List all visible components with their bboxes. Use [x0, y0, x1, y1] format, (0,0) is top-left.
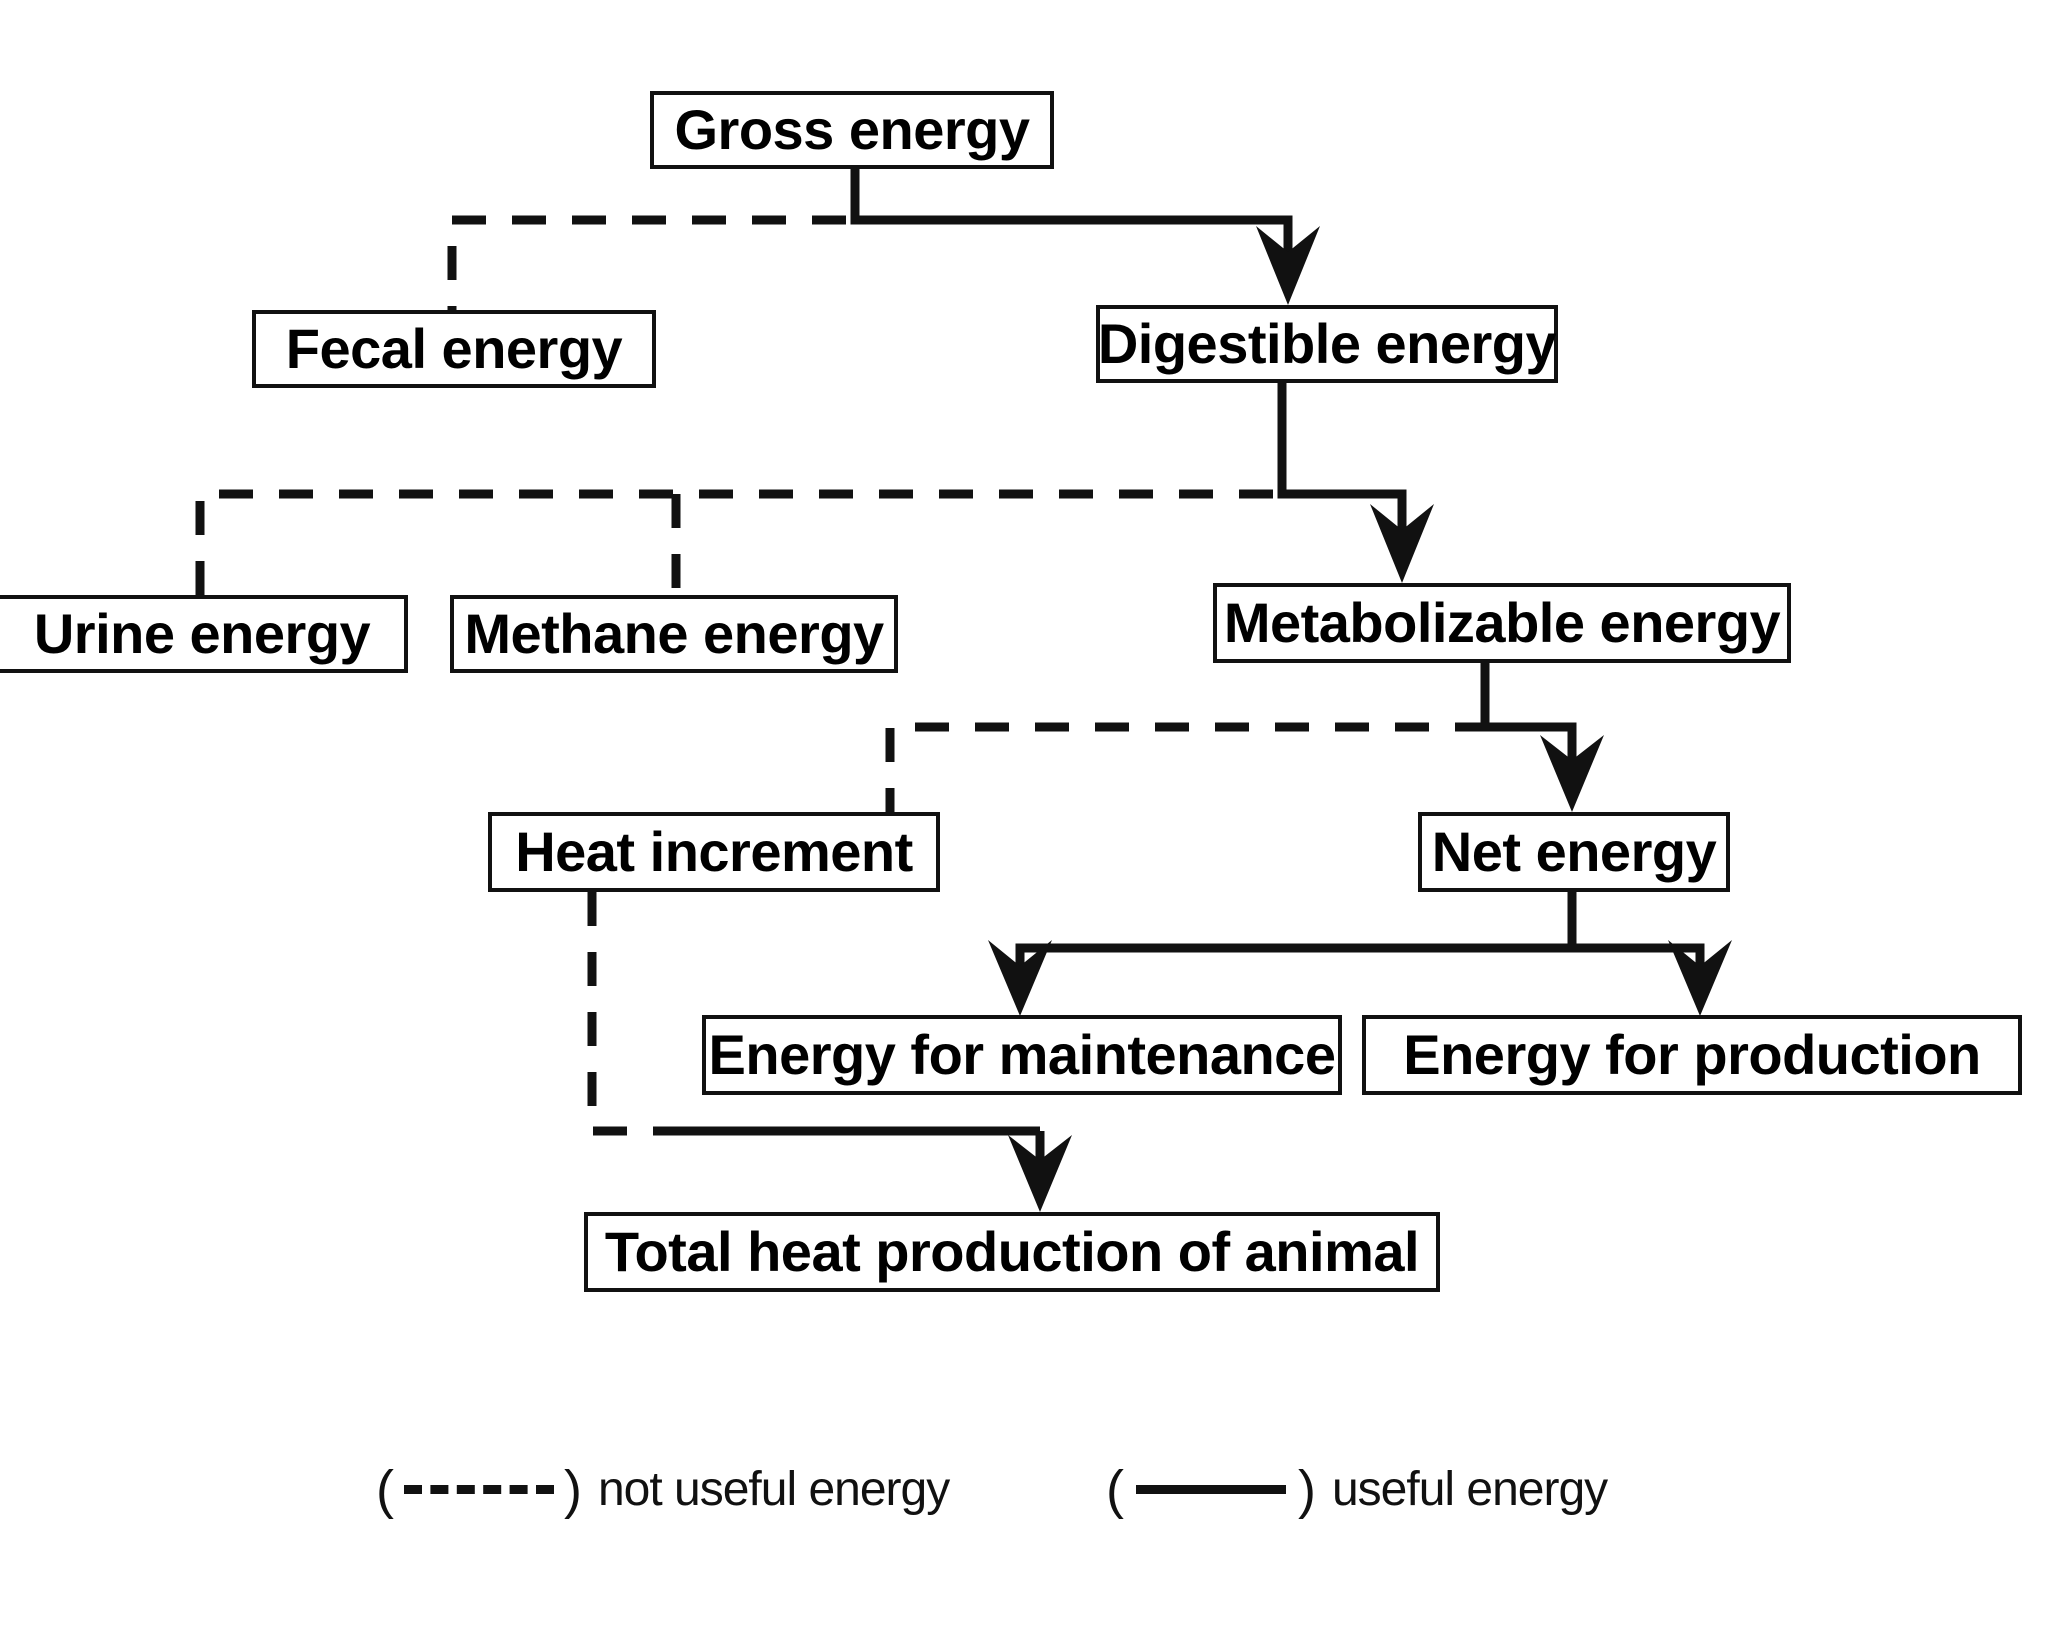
- node-label: Net energy: [1431, 820, 1717, 883]
- legend-useful-energy: ( ) useful energy: [1106, 1459, 1608, 1520]
- node-fecal-energy[interactable]: Fecal energy: [252, 310, 656, 388]
- node-energy-for-production[interactable]: Energy for production: [1362, 1015, 2022, 1095]
- edge-net-to-maintenance-and-production: [988, 892, 1732, 1016]
- node-label: Gross energy: [674, 98, 1030, 161]
- edge-digestible-to-metabolizable: [1277, 383, 1434, 583]
- node-label: Heat increment: [515, 820, 913, 883]
- node-label: Digestible energy: [1097, 312, 1557, 375]
- legend-useful-label: useful energy: [1331, 1463, 1608, 1516]
- node-total-heat-production[interactable]: Total heat production of animal: [584, 1212, 1440, 1292]
- edge-gross-to-fecal: [447, 169, 860, 310]
- edge-metabolizable-to-heat-increment: [885, 663, 1490, 812]
- node-label: Energy for production: [1403, 1023, 1981, 1086]
- legend-open-paren: (: [1106, 1459, 1124, 1520]
- node-urine-energy[interactable]: Urine energy: [0, 595, 408, 673]
- node-label: Urine energy: [33, 602, 371, 665]
- node-heat-increment[interactable]: Heat increment: [488, 812, 940, 892]
- legend-solid-line-swatch: [1135, 1485, 1286, 1494]
- legend-dashed-line-swatch: [403, 1485, 554, 1494]
- edge-metabolizable-to-net-energy: [1480, 663, 1604, 812]
- node-label: Energy for maintenance: [708, 1023, 1336, 1086]
- edge-heat-increment-to-total-heat: [587, 892, 1072, 1212]
- node-label: Metabolizable energy: [1223, 591, 1781, 654]
- legend-not-useful-label: not useful energy: [597, 1463, 950, 1516]
- legend-not-useful-energy: ( ) not useful energy: [376, 1459, 950, 1520]
- node-methane-energy[interactable]: Methane energy: [450, 595, 898, 673]
- node-digestible-energy[interactable]: Digestible energy: [1096, 305, 1558, 383]
- legend-open-paren: (: [376, 1459, 394, 1520]
- legend-close-paren: ): [563, 1459, 582, 1520]
- node-label: Fecal energy: [285, 317, 623, 380]
- node-label: Methane energy: [464, 602, 884, 665]
- node-energy-for-maintenance[interactable]: Energy for maintenance: [702, 1015, 1342, 1095]
- edge-digestible-to-urine: [195, 383, 1287, 595]
- node-gross-energy[interactable]: Gross energy: [650, 91, 1054, 169]
- node-label: Total heat production of animal: [604, 1220, 1420, 1283]
- legend-close-paren: ): [1297, 1459, 1316, 1520]
- edge-gross-to-digestible: [850, 169, 1320, 305]
- node-metabolizable-energy[interactable]: Metabolizable energy: [1213, 583, 1791, 663]
- node-net-energy[interactable]: Net energy: [1418, 812, 1730, 892]
